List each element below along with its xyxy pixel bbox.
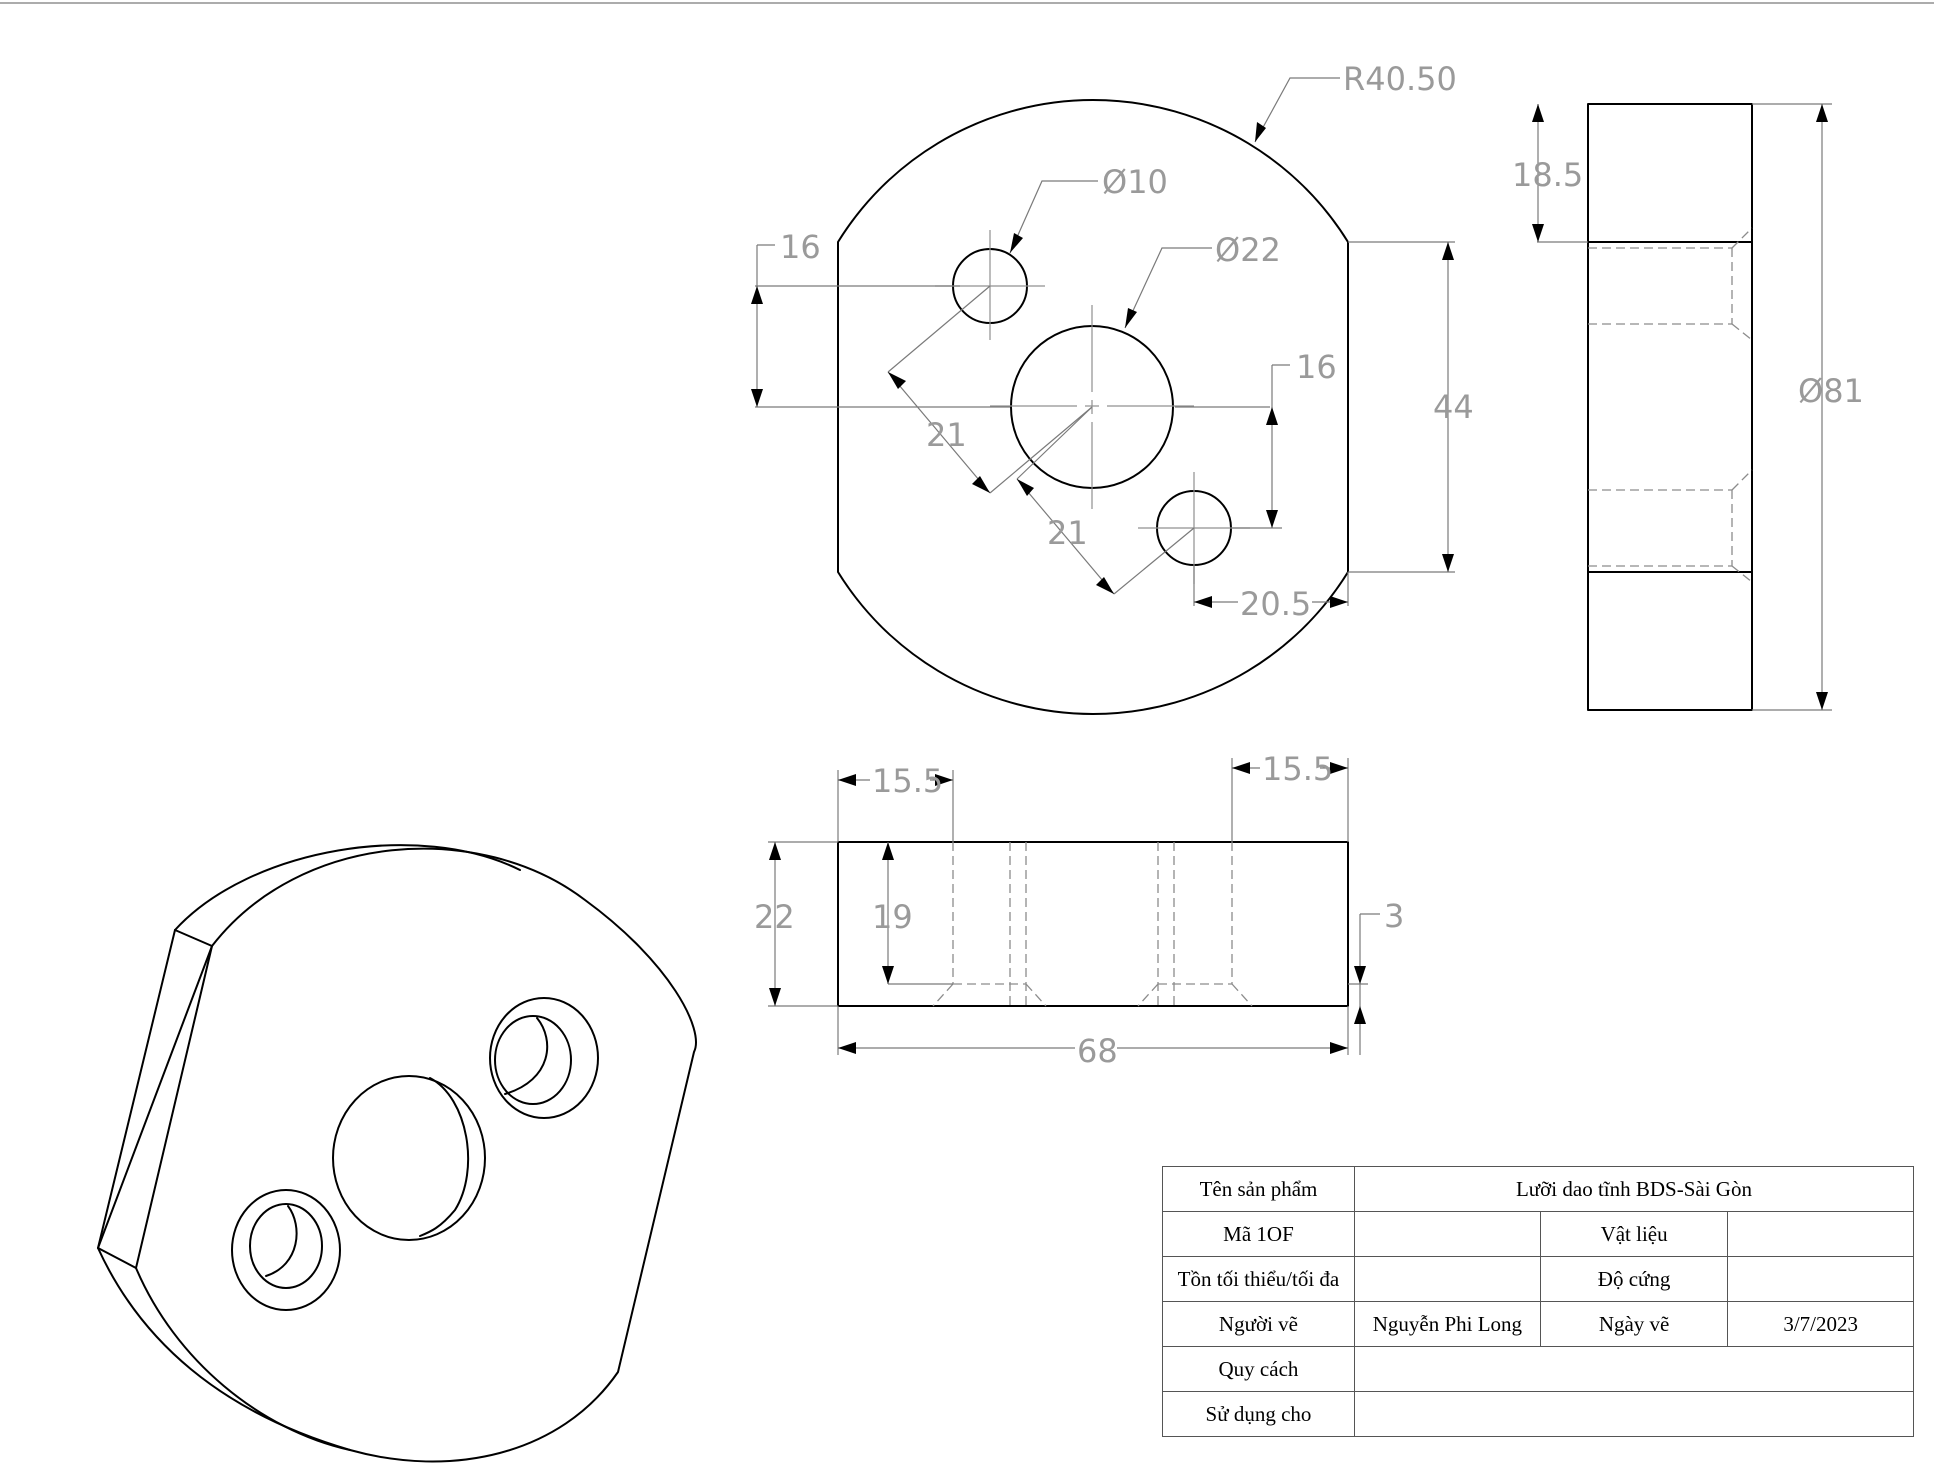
hardness-value: [1727, 1256, 1914, 1302]
code-value: [1353, 1211, 1541, 1257]
dim-counterbore-right: 15.5: [1262, 750, 1333, 788]
dim-dia-outer: Ø81: [1798, 372, 1864, 410]
usage-value: [1353, 1391, 1915, 1437]
dim-dia-small-hole: Ø10: [1102, 163, 1168, 201]
drawer-value: Nguyễn Phi Long: [1353, 1301, 1541, 1347]
dim-diag-1: 21: [926, 416, 967, 454]
product-name-label: Tên sản phẩm: [1162, 1166, 1355, 1212]
dim-diag-2: 21: [1047, 514, 1088, 552]
material-value: [1727, 1211, 1914, 1257]
dim-counterbore-left: 15.5: [872, 762, 943, 800]
title-block: Tên sản phẩm Lưỡi dao tĩnh BDS-Sài Gòn M…: [1162, 1166, 1915, 1437]
top-outline: [837, 841, 1349, 1007]
dim-hole-to-flat: 20.5: [1240, 585, 1311, 623]
top-view: 15.5 15.5 22 19 3 68: [754, 750, 1404, 1070]
usage-label: Sử dụng cho: [1162, 1391, 1355, 1437]
material-label: Vật liệu: [1539, 1211, 1729, 1257]
stock-label: Tồn tối thiểu/tối đa: [1162, 1256, 1355, 1302]
date-label: Ngày vẽ: [1539, 1301, 1729, 1347]
dim-dia-center-hole: Ø22: [1215, 231, 1281, 269]
iso-center-hole: [332, 1075, 486, 1241]
dim-offset-right-vertical: 16: [1296, 348, 1337, 386]
iso-counterbore-bottom: [231, 1189, 341, 1311]
iso-outer-body: [97, 847, 697, 1463]
stock-value: [1353, 1256, 1541, 1302]
dim-flat-width: 44: [1433, 388, 1474, 426]
code-label: Mã 1OF: [1162, 1211, 1355, 1257]
dim-thickness-total: 22: [754, 898, 795, 936]
date-value: 3/7/2023: [1727, 1301, 1914, 1347]
spec-label: Quy cách: [1162, 1346, 1355, 1392]
dim-length-total: 68: [1077, 1032, 1118, 1070]
drawer-label: Người vẽ: [1162, 1301, 1355, 1347]
isometric-view: [97, 844, 697, 1463]
side-view: 18.5 Ø81: [1512, 103, 1864, 711]
product-name-value: Lưỡi dao tĩnh BDS-Sài Gòn: [1353, 1166, 1915, 1212]
dim-radius-outer: R40.50: [1343, 60, 1457, 98]
dim-thickness-inner: 19: [872, 898, 913, 936]
hardness-label: Độ cứng: [1539, 1256, 1729, 1302]
front-view: R40.50 Ø10 Ø22 16 16 44: [751, 60, 1474, 715]
iso-counterbore-top: [489, 997, 599, 1119]
spec-value: [1353, 1346, 1915, 1392]
side-outline: [1587, 103, 1753, 711]
dim-offset-left-vertical: 16: [780, 228, 821, 266]
dim-side-step: 18.5: [1512, 156, 1583, 194]
dim-chamfer: 3: [1384, 897, 1404, 935]
